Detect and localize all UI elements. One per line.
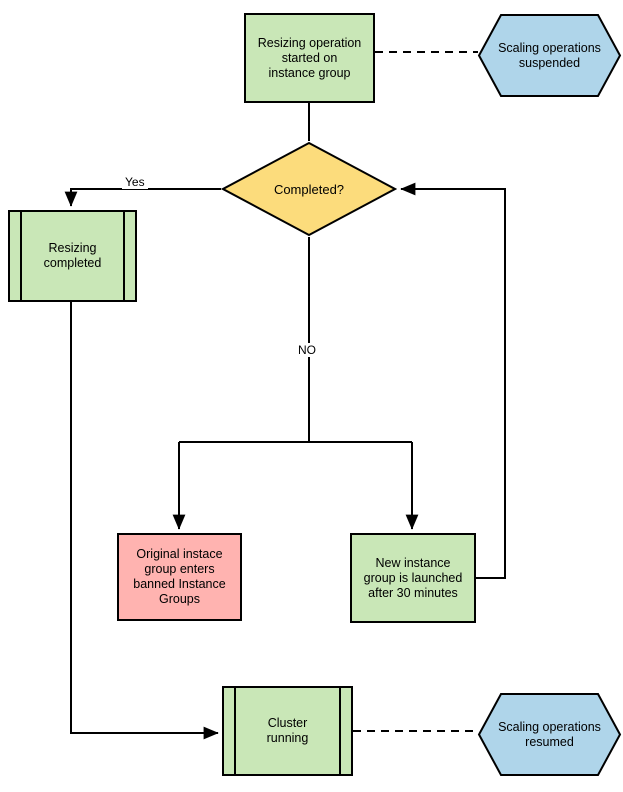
- predef-bar-right: [339, 688, 341, 774]
- diamond-shape: [220, 141, 398, 237]
- node-new-group-launched[interactable]: New instance group is launched after 30 …: [350, 533, 476, 623]
- node-resizing-started-label: Resizing operation started on instance g…: [257, 35, 362, 80]
- predef-bar-left: [20, 212, 22, 300]
- node-resizing-started[interactable]: Resizing operation started on instance g…: [244, 13, 375, 103]
- hexagon-shape: [477, 693, 622, 776]
- edge-decision-yes: [64, 188, 221, 207]
- node-original-group-banned-label: Original instace group enters banned Ins…: [133, 547, 226, 606]
- predef-bar-right: [123, 212, 125, 300]
- hexagon-shape: [477, 14, 622, 97]
- node-resizing-completed-label: Resizing completed: [43, 241, 102, 270]
- edge-label-no: NO: [295, 343, 319, 357]
- node-cluster-running-label: Cluster running: [266, 716, 309, 745]
- edge-label-yes: Yes: [122, 175, 148, 189]
- node-scaling-suspended[interactable]: Scaling operations suspended: [477, 13, 622, 98]
- node-cluster-running[interactable]: Cluster running: [222, 686, 353, 776]
- edge-new-group-to-decision: [400, 182, 506, 579]
- node-completed-decision[interactable]: Completed?: [220, 141, 398, 237]
- node-resizing-completed[interactable]: Resizing completed: [8, 210, 137, 302]
- edge-completed-to-cluster: [70, 302, 219, 740]
- node-scaling-resumed[interactable]: Scaling operations resumed: [477, 692, 622, 777]
- node-new-group-launched-label: New instance group is launched after 30 …: [363, 555, 463, 600]
- predef-bar-left: [234, 688, 236, 774]
- node-original-group-banned[interactable]: Original instace group enters banned Ins…: [117, 533, 242, 621]
